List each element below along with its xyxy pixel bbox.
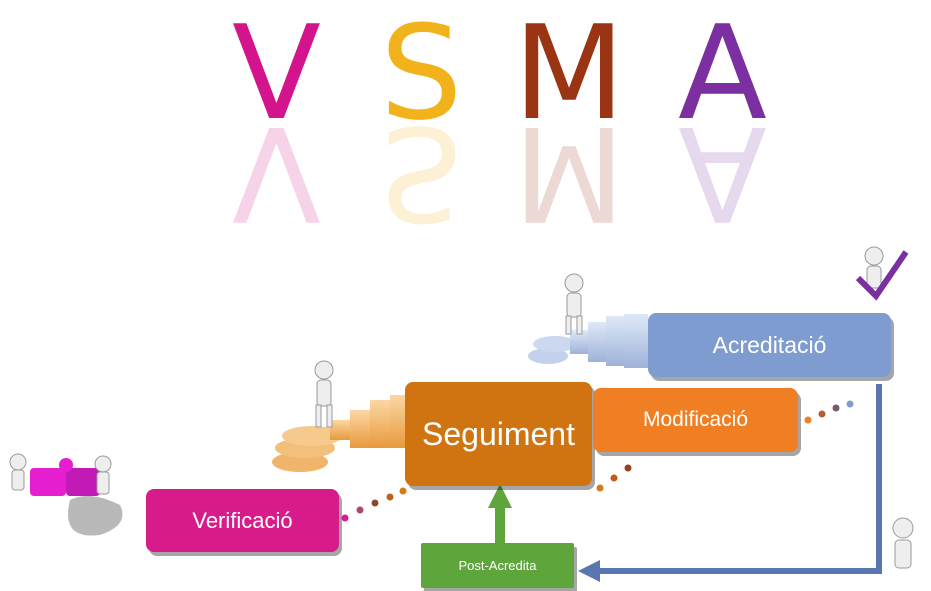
stage-acreditacio-label: Acreditació <box>712 331 827 358</box>
stage-verificacio-label: Verificació <box>192 507 293 533</box>
stage-modificacio: Modificació <box>593 388 798 452</box>
stage-seguiment: Seguiment <box>405 382 592 486</box>
stage-verificacio: Verificació <box>146 489 339 552</box>
figure-icon <box>9 246 914 569</box>
stage-post-acredita-label: Post-Acredita <box>458 558 537 573</box>
blue-stairs <box>528 314 648 368</box>
stage-acreditacio: Acreditació <box>648 313 891 377</box>
stage-post-acredita: Post-Acredita <box>421 543 574 588</box>
title-letter-v: V <box>232 0 321 149</box>
stage-seguiment-label: Seguiment <box>422 415 575 452</box>
dotted-connectors <box>341 400 854 522</box>
title-letter-s: S <box>380 0 463 149</box>
green-up-arrow <box>488 484 512 545</box>
return-arrow <box>578 384 882 582</box>
title-letter-a: A <box>678 0 767 149</box>
stage-modificacio-label: Modificació <box>642 408 749 431</box>
checkmark-icon <box>855 250 909 301</box>
puzzle-icon <box>30 458 123 536</box>
title-letter-m: M <box>513 0 626 149</box>
orange-stairs <box>272 395 406 472</box>
